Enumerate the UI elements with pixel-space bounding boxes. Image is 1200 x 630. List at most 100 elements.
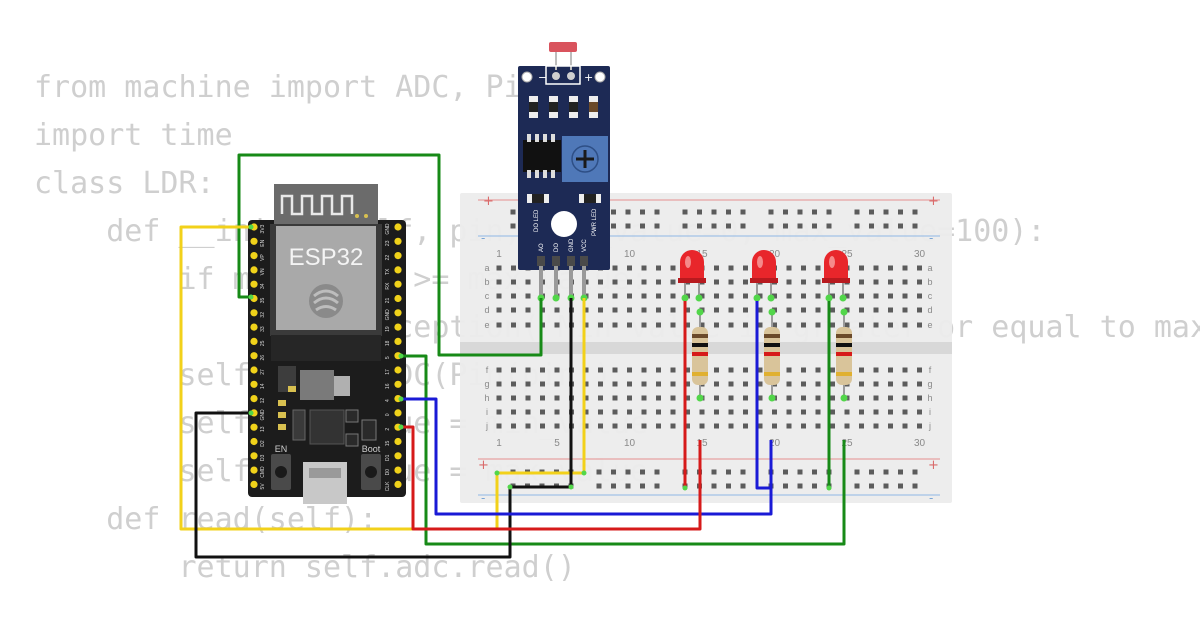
column-number: 10 xyxy=(624,438,636,449)
indicator-led xyxy=(551,211,577,237)
breadboard-hole xyxy=(641,293,647,299)
breadboard-hole xyxy=(611,483,616,489)
breadboard-hole xyxy=(670,381,676,387)
header-pin xyxy=(394,437,402,446)
breadboard-hole xyxy=(873,293,879,299)
breadboard-hole xyxy=(873,307,879,313)
connection-dot xyxy=(398,396,404,402)
header-pin xyxy=(250,437,258,446)
pin-label: GND xyxy=(385,309,391,321)
header-pin xyxy=(394,380,402,388)
module-pin-housing xyxy=(552,256,560,266)
module-pin xyxy=(539,256,543,298)
breadboard-hole xyxy=(772,409,777,415)
breadboard-hole xyxy=(670,423,676,429)
breadboard-hole xyxy=(625,209,631,215)
minus-icon: - xyxy=(481,231,485,245)
header-pin xyxy=(394,309,402,317)
breadboard-hole xyxy=(740,483,746,489)
header-pin xyxy=(250,252,258,260)
pin-label: 12 xyxy=(260,398,266,404)
breadboard-hole xyxy=(797,483,803,489)
breadboard-hole xyxy=(640,469,645,475)
breadboard-hole xyxy=(812,469,817,475)
breadboard-hole xyxy=(812,223,817,229)
esp32-antenna xyxy=(274,184,378,224)
breadboard-hole xyxy=(826,209,832,215)
column-number: 1 xyxy=(496,249,502,260)
breadboard-labels: 115510101515202025253030aabbccddeeffgghh… xyxy=(484,249,932,449)
breadboard-hole xyxy=(917,367,922,373)
breadboard-hole xyxy=(510,209,516,215)
connection-dot xyxy=(696,308,704,316)
connection-dot xyxy=(840,308,848,316)
header-pin xyxy=(394,480,402,488)
breadboard-hole xyxy=(786,367,792,373)
breadboard-hole xyxy=(912,223,918,229)
breadboard-hole xyxy=(728,293,734,299)
breadboard-hole xyxy=(640,223,645,229)
breadboard-hole xyxy=(627,423,632,429)
breadboard-hole xyxy=(656,322,661,328)
breadboard-hole xyxy=(699,423,705,429)
breadboard-hole xyxy=(612,381,618,387)
breadboard-hole xyxy=(801,423,806,429)
breadboard-hole xyxy=(869,469,874,475)
breadboard-hole xyxy=(525,307,531,313)
breadboard-hole xyxy=(525,293,531,299)
breadboard-hole xyxy=(830,409,835,415)
breadboard-hole xyxy=(783,209,788,215)
breadboard-hole xyxy=(682,223,688,229)
breadboard-hole xyxy=(743,279,748,285)
pin-label: VN xyxy=(260,268,266,275)
connection-dot xyxy=(768,308,776,316)
column-number: 15 xyxy=(696,249,708,260)
breadboard-hole xyxy=(496,307,502,313)
breadboard-hole xyxy=(783,223,788,229)
breadboard-hole xyxy=(743,322,748,328)
pin-label: D0 xyxy=(385,469,391,476)
breadboard-hole xyxy=(611,469,616,475)
breadboard-hole xyxy=(714,409,719,415)
pin-label: 32 xyxy=(260,312,266,318)
breadboard-hole xyxy=(859,423,864,429)
breadboard-hole xyxy=(859,279,864,285)
breadboard-hole xyxy=(854,469,860,475)
red-led xyxy=(822,250,850,298)
breadboard-hole xyxy=(801,381,806,387)
pin-label: 26 xyxy=(260,355,266,361)
breadboard-hole xyxy=(786,409,792,415)
column-number: 5 xyxy=(554,438,560,449)
breadboard-hole xyxy=(743,307,748,313)
breadboard-hole xyxy=(917,381,922,387)
pin-label: D2 xyxy=(260,440,266,447)
connection-dot xyxy=(840,394,848,402)
breadboard-hole xyxy=(902,293,908,299)
breadboard-hole xyxy=(888,395,893,401)
breadboard-hole xyxy=(888,409,893,415)
breadboard-hole xyxy=(859,367,864,373)
breadboard-hole xyxy=(728,381,734,387)
header-pin xyxy=(394,294,402,303)
pin-label: GND xyxy=(260,409,266,421)
minus-icon: - xyxy=(929,231,933,245)
code-line: from machine import ADC, Pin xyxy=(34,70,540,105)
breadboard-hole xyxy=(859,265,864,271)
breadboard-hole xyxy=(627,367,632,373)
breadboard-hole xyxy=(844,307,850,313)
breadboard-hole xyxy=(625,469,631,475)
breadboard-hole xyxy=(540,381,545,387)
breadboard-hole xyxy=(844,423,850,429)
breadboard-hole xyxy=(627,293,632,299)
breadboard-hole xyxy=(826,223,832,229)
breadboard-hole xyxy=(888,279,893,285)
breadboard-hole xyxy=(815,409,821,415)
pin-label: 33 xyxy=(260,326,266,332)
header-pin xyxy=(394,280,402,288)
voltage-regulator xyxy=(300,370,334,400)
pin-label: RX xyxy=(385,282,391,290)
breadboard-hole xyxy=(496,293,502,299)
breadboard-hole xyxy=(714,265,719,271)
